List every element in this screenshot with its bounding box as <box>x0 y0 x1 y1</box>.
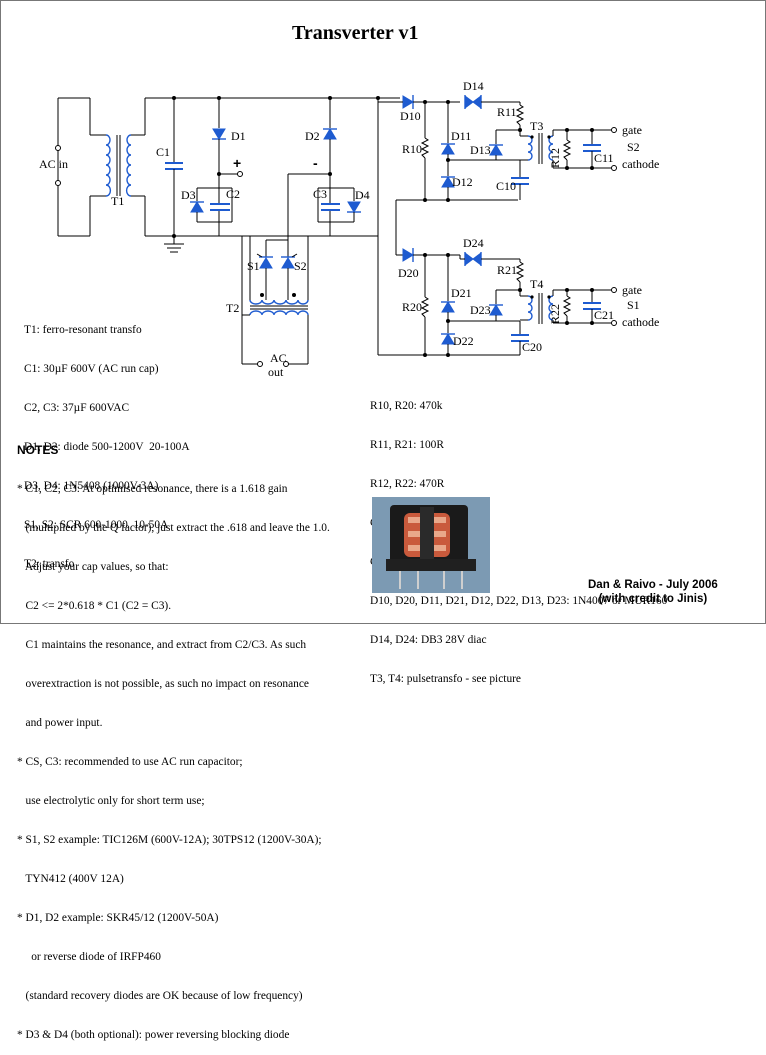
note-line: and power input. <box>17 717 103 729</box>
scr-s1: S1 <box>247 253 273 290</box>
value-line: D14, D24: DB3 28V diac <box>370 634 487 646</box>
diode-d1: D1 <box>211 98 246 174</box>
legend-line: C2, C3: 37µF 600VAC <box>24 402 130 414</box>
svg-text:cathode: cathode <box>622 157 659 171</box>
credit-line: (with credit to Jinis) <box>598 593 708 605</box>
component-legend: T1: ferro-resonant transfo C1: 30µF 600V… <box>24 298 190 584</box>
credit-block: Dan & Raivo - July 2006 (with credit to J… <box>588 578 718 606</box>
note-line: (multiplied by the Q factor), just extra… <box>17 522 330 534</box>
svg-text:out: out <box>268 365 284 379</box>
svg-text:D3: D3 <box>181 188 196 202</box>
value-line: T3, T4: pulsetransfo - see picture <box>370 673 521 685</box>
svg-text:D21: D21 <box>451 286 472 300</box>
svg-text:R22: R22 <box>548 304 562 324</box>
svg-text:C21: C21 <box>594 308 614 322</box>
ac-in-label: AC in <box>39 157 68 171</box>
value-line: R11, R21: 100R <box>370 439 444 451</box>
svg-text:S1: S1 <box>247 259 260 273</box>
svg-text:C1: C1 <box>156 145 170 159</box>
svg-text:gate: gate <box>622 123 642 137</box>
svg-text:D4: D4 <box>355 188 370 202</box>
note-line: * CS, C3: recommended to use AC run capa… <box>17 756 243 768</box>
legend-line: D3, D4: 1N5408 (1000V-3A) <box>24 480 159 492</box>
svg-text:S2: S2 <box>294 259 307 273</box>
legend-line: T2: transfo <box>24 558 75 570</box>
note-line: (standard recovery diodes are OK because… <box>17 990 303 1002</box>
svg-text:cathode: cathode <box>622 315 659 329</box>
legend-line: T1: ferro-resonant transfo <box>24 324 142 336</box>
ac-out-label: AC <box>270 351 287 365</box>
note-line: * C1, C2, C3: At optimised resonance, th… <box>17 483 288 495</box>
svg-text:+: + <box>233 155 241 171</box>
note-line: * S1, S2 example: TIC126M (600V-12A); 30… <box>17 834 322 846</box>
note-line: * D1, D2 example: SKR45/12 (1200V-50A) <box>17 912 219 924</box>
value-line: R10, R20: 470k <box>370 400 443 412</box>
legend-line: D1, D2: diode 500-1200V 20-100A <box>24 441 190 453</box>
note-line: Adjust your cap values, so that: <box>17 561 169 573</box>
note-line: or reverse diode of IRFP460 <box>17 951 161 963</box>
svg-text:D20: D20 <box>398 266 419 280</box>
value-line: R12, R22: 470R <box>370 478 445 490</box>
svg-text:R10: R10 <box>402 142 422 156</box>
svg-text:S2: S2 <box>627 140 640 154</box>
svg-text:D24: D24 <box>463 236 484 250</box>
svg-text:gate: gate <box>622 283 642 297</box>
svg-text:D2: D2 <box>305 129 320 143</box>
svg-text:C20: C20 <box>522 340 542 354</box>
svg-text:S1: S1 <box>627 298 640 312</box>
svg-text:D10: D10 <box>400 109 421 123</box>
svg-text:-: - <box>313 155 318 171</box>
svg-text:C11: C11 <box>594 151 614 165</box>
svg-text:R20: R20 <box>402 300 422 314</box>
t1-label: T1 <box>111 194 124 208</box>
note-line: use electrolytic only for short term use… <box>17 795 205 807</box>
svg-text:R12: R12 <box>548 148 562 168</box>
diode-d2: D2 <box>305 98 338 174</box>
note-line: TYN412 (400V 12A) <box>17 873 124 885</box>
note-line: C2 <= 2*0.618 * C1 (C2 = C3). <box>17 600 172 612</box>
svg-text:R11: R11 <box>497 105 517 119</box>
notes-heading: NOTES <box>17 443 59 457</box>
svg-text:C3: C3 <box>313 187 327 201</box>
scr-s2: S2 <box>281 253 307 290</box>
svg-text:D11: D11 <box>451 129 471 143</box>
svg-text:C10: C10 <box>496 179 516 193</box>
svg-text:D12: D12 <box>452 175 473 189</box>
page-title: Transverter v1 <box>292 22 418 44</box>
transformer-t1: T1 <box>89 98 146 236</box>
svg-text:D13: D13 <box>470 143 491 157</box>
note-line: overextraction is not possible, as such … <box>17 678 309 690</box>
diode-d3: D3 <box>181 188 233 223</box>
svg-text:R21: R21 <box>497 263 517 277</box>
trigger-circuit-top: D10 D14 R10 D11 D12 R11 D13 <box>378 79 659 202</box>
legend-line: S1, S2: SCR 600-1000 10-50A <box>24 519 169 531</box>
ac-input: AC in <box>39 97 90 237</box>
transformer-t2: T2 <box>226 236 309 364</box>
schematic: Transverter v1 AC in T1 C1 <box>39 22 659 379</box>
ground-symbol <box>164 236 184 253</box>
capacitor-c3: C3 <box>313 174 354 236</box>
svg-text:D22: D22 <box>453 334 474 348</box>
svg-text:D23: D23 <box>470 303 491 317</box>
capacitor-c1: C1 <box>156 98 184 236</box>
credit-line: Dan & Raivo - July 2006 <box>588 579 718 591</box>
svg-text:C2: C2 <box>226 187 240 201</box>
note-line: C1 maintains the resonance, and extract … <box>17 639 307 651</box>
svg-text:D1: D1 <box>231 129 246 143</box>
svg-text:D14: D14 <box>463 79 484 93</box>
notes-section: NOTES * C1, C2, C3: At optimised resonan… <box>17 418 330 1055</box>
value-line: D10, D20, D11, D21, D12, D22, D13, D23: … <box>370 595 668 607</box>
capacitor-c2: C2 <box>197 174 240 236</box>
note-line: * D3 & D4 (both optional): power reversi… <box>17 1029 290 1041</box>
svg-text:T4: T4 <box>530 277 543 291</box>
svg-text:T2: T2 <box>226 301 239 315</box>
trigger-circuit-bottom: D20 D24 R20 D21 D22 R21 D23 <box>396 236 659 357</box>
legend-line: C1: 30µF 600V (AC run cap) <box>24 363 159 375</box>
diode-d4: D4 <box>317 188 370 223</box>
svg-text:T3: T3 <box>530 119 543 133</box>
pulse-transformer-photo <box>372 497 490 593</box>
